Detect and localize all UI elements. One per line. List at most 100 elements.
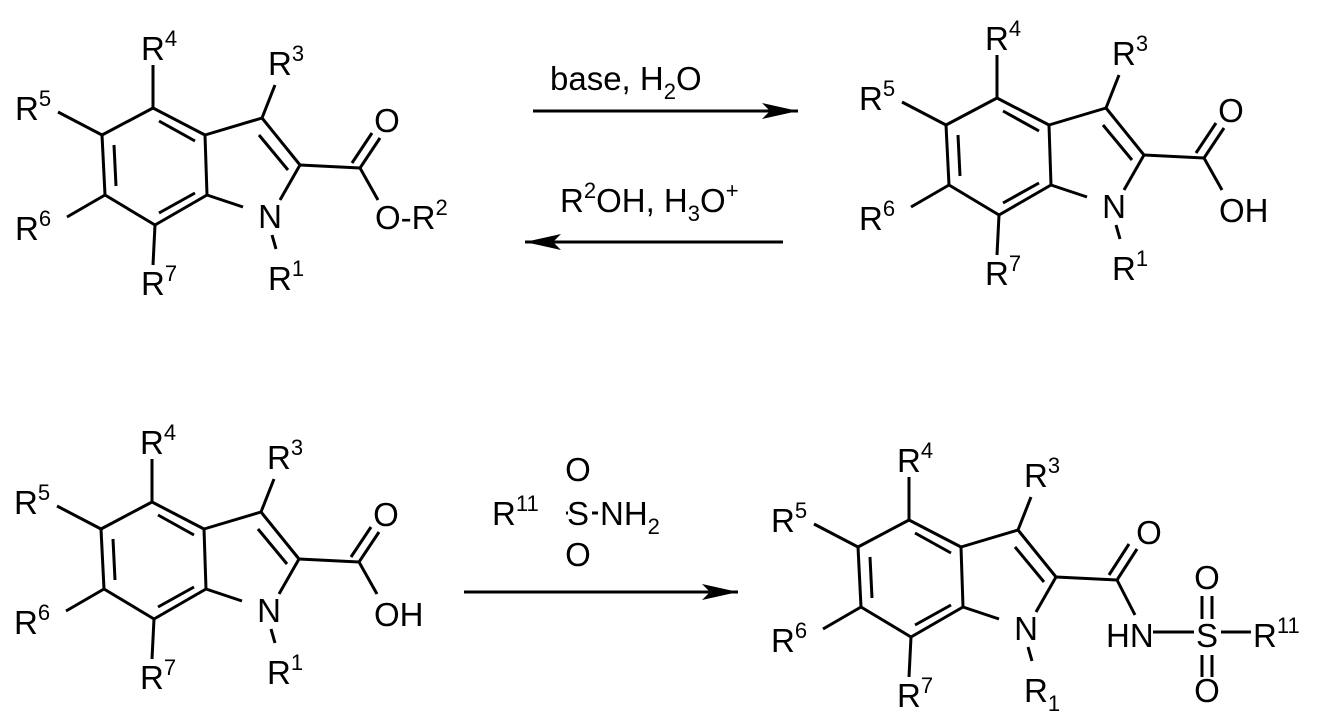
carbonyl-double-bond <box>1109 544 1129 575</box>
r6-label: R6 <box>15 206 51 247</box>
reaction-arrows: base, H2OR2OH, H3O+R11SOONH2 <box>464 60 798 600</box>
r6-label: R6 <box>859 196 895 237</box>
sulfur-label: S <box>1196 617 1218 654</box>
ring-double-bond <box>114 145 116 186</box>
ring-bond <box>262 118 300 165</box>
nitrogen-atom-label: N <box>1014 610 1038 647</box>
ring-bond <box>102 108 153 135</box>
ring-double-bond <box>259 135 288 170</box>
r6-label: R6 <box>14 600 50 641</box>
ester-o-r2-label: O-R2 <box>375 195 448 236</box>
sulfonyl-oxygen-bottom: O <box>1194 672 1220 709</box>
r1-label: R1 <box>1112 246 1148 287</box>
acid-molecule-top: N R4 R3R5R6R7 R1 O OH <box>859 16 1269 292</box>
ring-double-bond <box>159 121 195 141</box>
r11-label: R11 <box>1253 613 1300 654</box>
ring-bond <box>204 512 261 529</box>
hydrolysis-reagent-label: base, H2O <box>550 60 702 104</box>
ring-bond <box>961 547 963 607</box>
r7-label: R7 <box>141 261 177 302</box>
ring-bond <box>1124 155 1144 190</box>
ring-bond <box>1036 577 1056 612</box>
ring-double-bond <box>1003 111 1039 131</box>
reagent-r11-label: R11 <box>492 491 539 532</box>
r6-bond <box>911 185 949 207</box>
c-o-bond <box>1204 158 1222 190</box>
r5-label: R5 <box>14 480 50 521</box>
ring-double-bond <box>915 605 951 625</box>
ring-double-bond <box>159 193 195 213</box>
r6-bond <box>823 607 861 629</box>
carbonyl-bond <box>1117 549 1137 580</box>
r4-label: R4 <box>985 16 1021 57</box>
carbonyl-bond <box>1204 128 1224 158</box>
r4-label: R4 <box>897 438 933 479</box>
carbonyl-oxygen-label: O <box>1218 92 1244 129</box>
r5-label: R5 <box>15 86 51 127</box>
r3-label: R3 <box>1024 453 1060 494</box>
ring-bond <box>861 607 911 637</box>
ring-bond <box>207 195 243 207</box>
ring-bond <box>205 135 207 195</box>
ring-bond <box>102 135 105 195</box>
carboxyl-bond <box>300 165 360 168</box>
r5-bond <box>58 112 102 135</box>
r7-bond <box>153 225 155 265</box>
r7-label: R7 <box>985 251 1021 292</box>
r1-label: R1 <box>267 650 303 691</box>
r5-bond <box>814 524 858 547</box>
nitrogen-atom-label: N <box>257 592 281 629</box>
ring-double-bond <box>1103 125 1132 160</box>
nitrogen-atom-label: N <box>258 198 282 235</box>
ring-double-bond <box>1003 183 1039 203</box>
ring-bond <box>949 185 999 215</box>
ring-bond <box>1106 108 1144 155</box>
ring-bond <box>946 125 949 185</box>
ring-bond <box>105 195 155 225</box>
carboxyl-bond <box>1144 155 1204 158</box>
r3-bond <box>261 479 274 512</box>
r7-bond <box>909 637 911 677</box>
r4-label: R4 <box>140 420 176 461</box>
ring-double-bond <box>870 557 872 598</box>
carbonyl-double-bond <box>351 527 371 557</box>
r3-label: R3 <box>268 41 304 82</box>
reagent-sulfur-label: S <box>567 495 589 532</box>
r1-label: R1 <box>268 256 304 297</box>
r5-label: R5 <box>859 76 895 117</box>
r4-label: R4 <box>141 26 177 67</box>
r6-bond <box>66 589 104 611</box>
r3-bond <box>262 85 275 118</box>
hydroxyl-label: OH <box>374 596 424 633</box>
c-o-bond <box>359 562 377 594</box>
carbonyl-double-bond <box>1196 123 1216 153</box>
ring-bond <box>205 118 262 135</box>
hydroxyl-label: OH <box>1219 192 1269 229</box>
c-n-bond <box>1117 580 1135 615</box>
r5-bond <box>902 102 946 125</box>
sulfonyl-oxygen-top: O <box>1194 559 1220 596</box>
r3-label: R3 <box>267 435 303 476</box>
ring-bond <box>279 559 299 594</box>
ring-bond <box>961 530 1018 547</box>
ring-bond <box>204 529 206 589</box>
carbonyl-oxygen-label: O <box>1136 514 1162 551</box>
ring-bond <box>1018 530 1056 577</box>
c-o-bond <box>360 168 378 200</box>
reagent-nh2-label: NH2 <box>600 495 660 539</box>
esterification-reagent-label: R2OH, H3O+ <box>560 178 739 226</box>
carbonyl-oxygen-label: O <box>374 102 400 139</box>
ring-bond <box>1051 185 1087 197</box>
r1-bond <box>1028 647 1032 661</box>
nitrogen-atom-label: N <box>1102 188 1126 225</box>
r7-bond <box>152 619 154 659</box>
ring-bond <box>1049 125 1051 185</box>
ring-bond <box>101 502 152 529</box>
ring-bond <box>858 547 861 607</box>
r3-label: R3 <box>1112 31 1148 72</box>
acylsulfonamide-molecule: NR4R3R5R6R7R1OHNSR11OO <box>771 438 1300 716</box>
ring-bond <box>963 607 999 619</box>
ring-double-bond <box>1015 547 1044 582</box>
r1-bond <box>271 629 275 643</box>
